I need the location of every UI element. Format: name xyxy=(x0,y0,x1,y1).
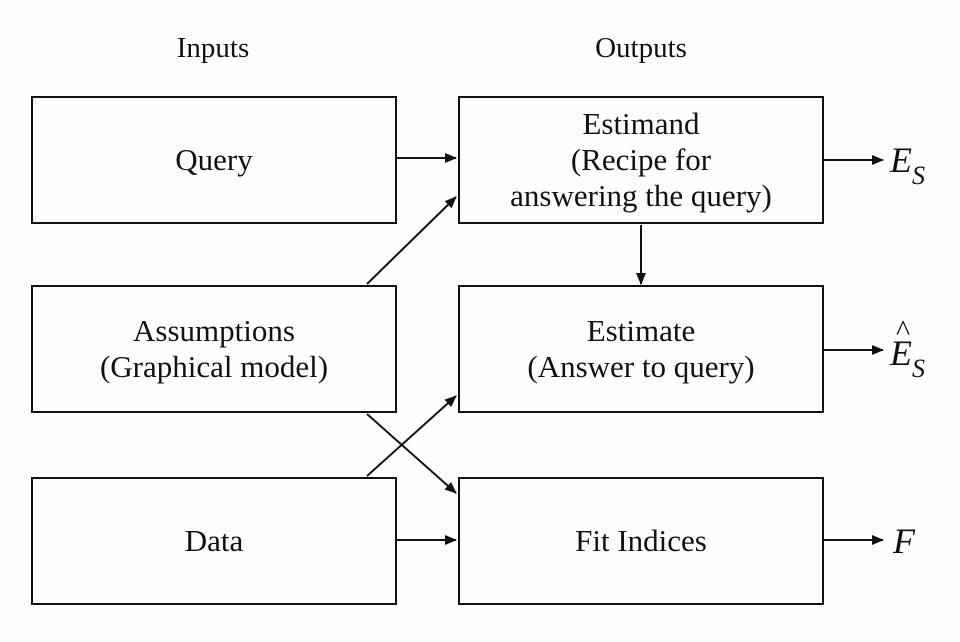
output-es-hat: ^ES xyxy=(890,314,925,389)
estimand-box: Estimand (Recipe for answering the query… xyxy=(458,96,824,224)
assumptions-sublabel: (Graphical model) xyxy=(99,349,329,384)
arrow-assumptions-to-estimand xyxy=(366,196,457,285)
estimand-sublabel-2: answering the query) xyxy=(510,178,772,213)
es-hat-subscript: S xyxy=(912,354,925,383)
assumptions-box: Assumptions (Graphical model) xyxy=(31,285,397,413)
assumptions-label: Assumptions xyxy=(133,313,295,348)
es-symbol: E xyxy=(890,140,912,180)
query-label: Query xyxy=(175,142,253,177)
arrow-assumptions-to-fit-indices xyxy=(366,413,457,494)
estimate-label: Estimate xyxy=(586,313,696,348)
data-label: Data xyxy=(184,523,244,558)
fit-indices-box: Fit Indices xyxy=(458,477,824,605)
fit-indices-label: Fit Indices xyxy=(575,523,707,558)
hat-mark: ^ xyxy=(896,314,911,347)
arrow-data-to-estimate xyxy=(366,395,457,477)
inputs-header: Inputs xyxy=(176,32,250,64)
es-subscript: S xyxy=(912,161,925,190)
query-box: Query xyxy=(31,96,397,224)
outputs-header: Outputs xyxy=(595,32,687,64)
es-hat-symbol: E xyxy=(890,333,912,373)
f-symbol: F xyxy=(893,521,915,561)
data-box: Data xyxy=(31,477,397,605)
estimand-label: Estimand xyxy=(582,106,700,141)
output-es: ES xyxy=(890,140,925,196)
output-f: F xyxy=(893,521,915,561)
estimand-sublabel-1: (Recipe for xyxy=(570,142,712,177)
estimate-sublabel: (Answer to query) xyxy=(527,349,755,384)
estimate-box: Estimate (Answer to query) xyxy=(458,285,824,413)
